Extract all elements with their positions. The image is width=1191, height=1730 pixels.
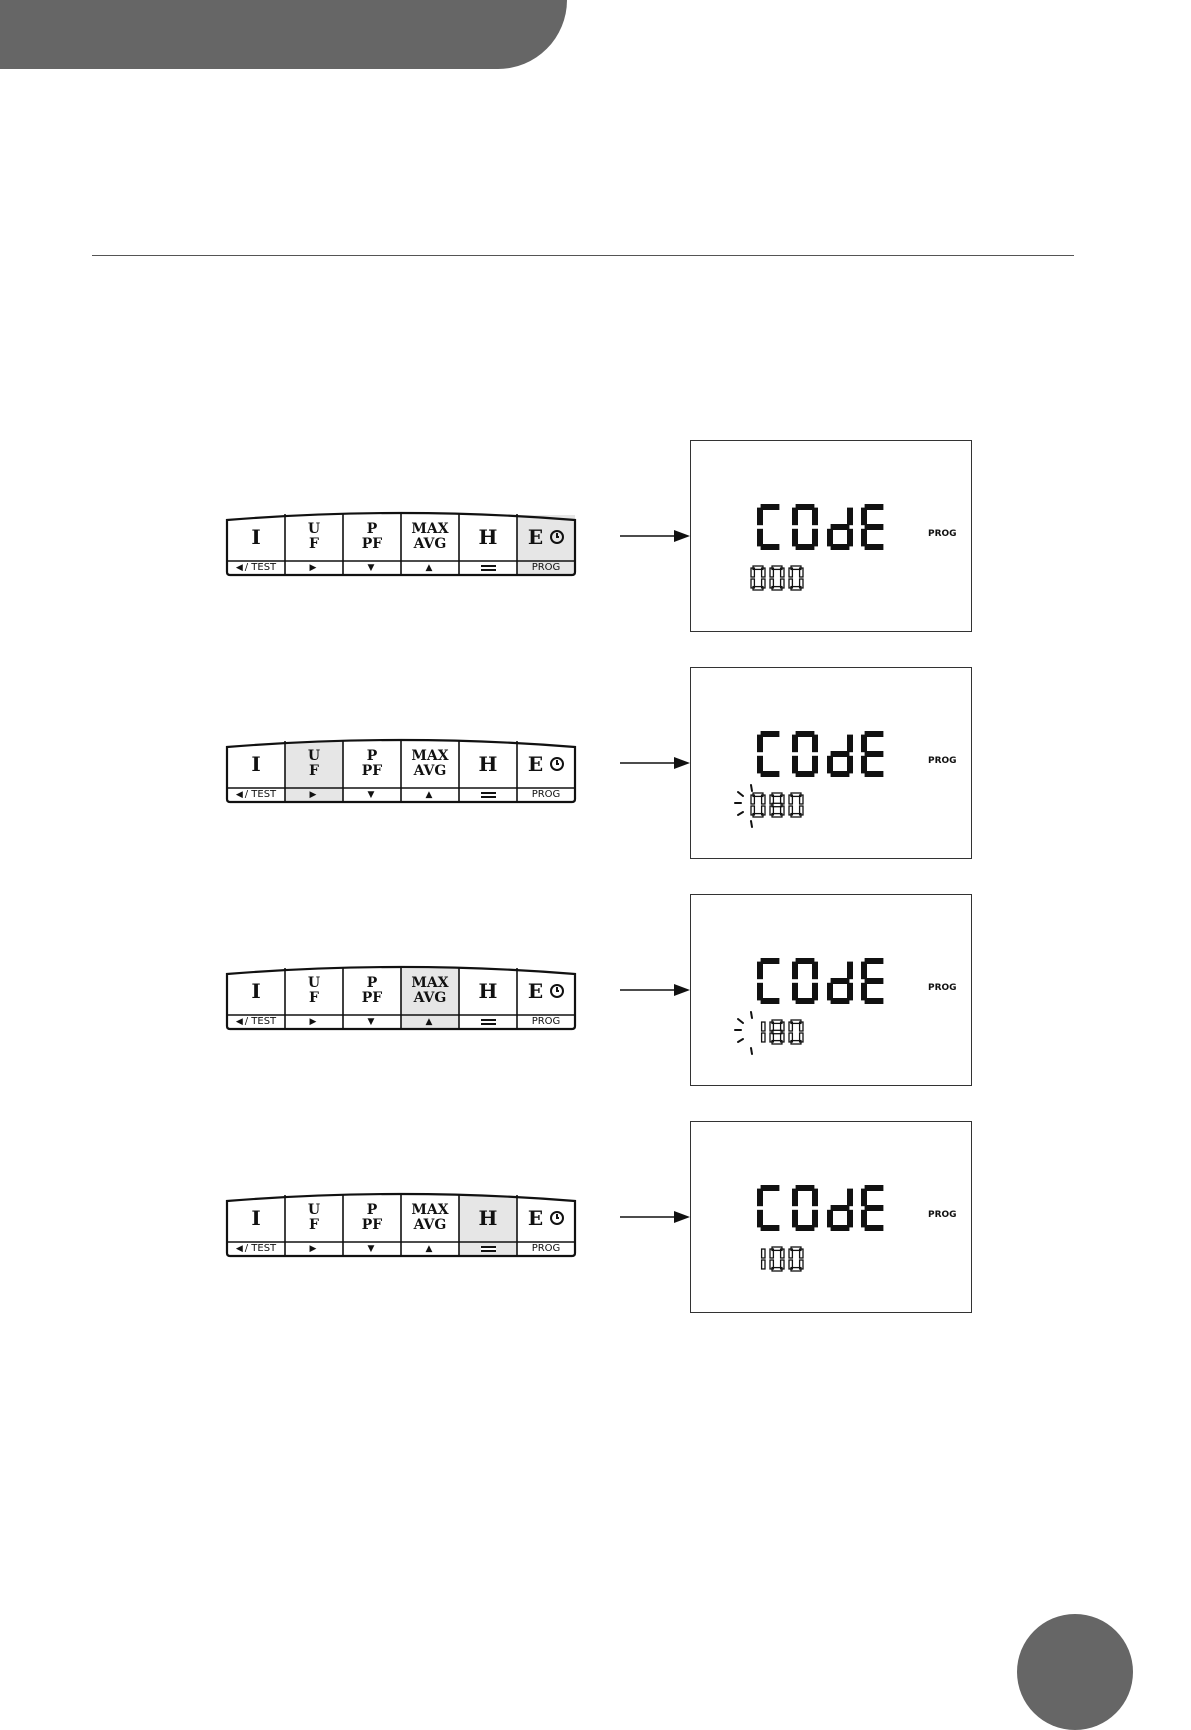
lcd-main-char xyxy=(757,958,779,1004)
prog-indicator: PROG xyxy=(928,756,957,766)
lcd-code-digit xyxy=(762,1249,765,1269)
lcd-code-digit xyxy=(770,1247,784,1271)
lcd-code-digit xyxy=(789,793,803,817)
lcd-main-char xyxy=(827,508,853,550)
lcd-code-digit xyxy=(762,1022,765,1042)
prog-indicator: PROG xyxy=(928,529,957,539)
lcd-display: PROGCOdE000 xyxy=(690,440,972,632)
lcd-main-char xyxy=(757,1185,779,1231)
lcd-main-text: COdE xyxy=(691,895,692,896)
lcd-main-char xyxy=(827,735,853,777)
keypad-outline xyxy=(222,1191,580,1261)
keypad-outline xyxy=(222,510,580,580)
lcd-main-text: COdE xyxy=(691,1122,692,1123)
lcd-code-digit xyxy=(789,1020,803,1044)
blink-indicator xyxy=(735,785,752,827)
lcd-main-text: COdE xyxy=(691,441,692,442)
lcd-main-char xyxy=(861,504,883,550)
arrow-right-icon xyxy=(620,982,692,998)
keypad: I◀/ TESTUF▶PPF▼MAXAVG▲HEPROG xyxy=(222,510,580,580)
lcd-code-digit xyxy=(770,793,784,817)
lcd-main-char xyxy=(792,1185,818,1231)
arrow-right-icon xyxy=(620,528,692,544)
blink-indicator xyxy=(735,1012,752,1054)
lcd-main-char xyxy=(792,504,818,550)
keypad-outline xyxy=(222,737,580,807)
lcd-code-digit xyxy=(789,1247,803,1271)
prog-indicator: PROG xyxy=(928,1210,957,1220)
arrow-right-icon xyxy=(620,1209,692,1225)
lcd-display: PROGCOdE100 xyxy=(690,1121,972,1313)
lcd-display: PROGCOdE080 xyxy=(690,667,972,859)
header-tab xyxy=(0,0,567,69)
lcd-main-char xyxy=(827,962,853,1004)
keypad: I◀/ TESTUF▶PPF▼MAXAVG▲HEPROG xyxy=(222,1191,580,1261)
lcd-main-char xyxy=(827,1189,853,1231)
arrow-right-icon xyxy=(620,755,692,771)
lcd-display: PROGCOdE180 xyxy=(690,894,972,1086)
keypad-outline xyxy=(222,964,580,1034)
lcd-main-char xyxy=(792,958,818,1004)
lcd-main-char xyxy=(792,731,818,777)
section-divider xyxy=(92,255,1074,256)
lcd-code-digit xyxy=(789,566,803,590)
lcd-code-digit xyxy=(751,793,765,817)
lcd-main-char xyxy=(757,731,779,777)
keypad: I◀/ TESTUF▶PPF▼MAXAVG▲HEPROG xyxy=(222,964,580,1034)
lcd-main-text: COdE xyxy=(691,668,692,669)
page-number-tab xyxy=(1017,1614,1133,1730)
lcd-main-char xyxy=(757,504,779,550)
lcd-code-digit xyxy=(770,1020,784,1044)
lcd-main-char xyxy=(861,1185,883,1231)
prog-indicator: PROG xyxy=(928,983,957,993)
lcd-code-digit xyxy=(770,566,784,590)
lcd-main-char xyxy=(861,731,883,777)
lcd-code-digit xyxy=(751,566,765,590)
step-row: I◀/ TESTUF▶PPF▼MAXAVG▲HEPROGPROGCOdE180 xyxy=(0,894,1191,1090)
lcd-main-char xyxy=(861,958,883,1004)
